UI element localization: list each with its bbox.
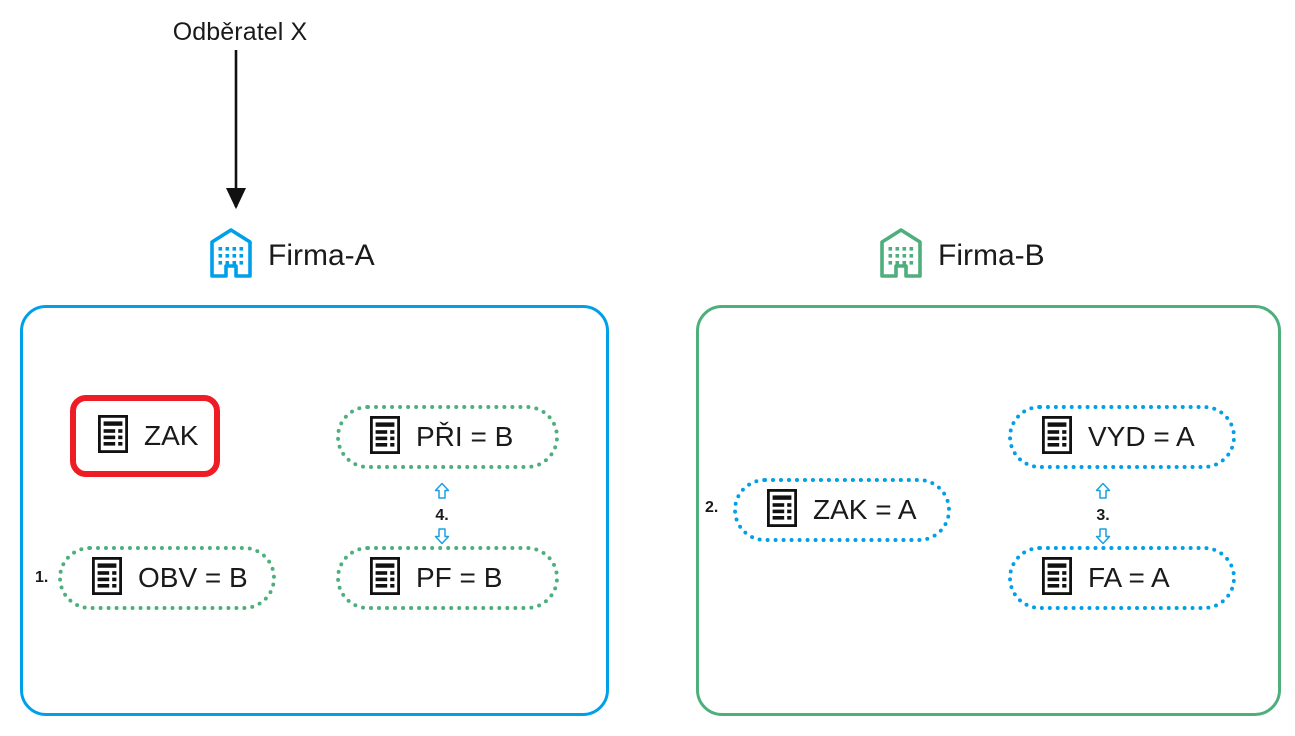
firma-a-header: Firma-A [208,226,375,285]
node-label: ZAK = A [813,494,917,525]
node-zak-a[interactable]: ZAK [70,395,220,477]
document-icon [369,415,401,459]
step-number-1: 1. [35,569,49,586]
node-pri-b[interactable]: PŘI = B [336,405,559,469]
arrow-down-icon [433,527,451,550]
document-icon [369,556,401,600]
node-label: FA = A [1088,562,1170,593]
link-vyd-fa: 3. [1094,482,1112,550]
link-pri-pf: 4. [433,482,451,550]
arrow-up-icon [1094,482,1112,505]
node-fa-a[interactable]: FA = A [1008,546,1236,610]
node-label: PF = B [416,562,503,593]
document-icon [91,556,123,600]
building-icon [208,226,254,285]
supplier-label: Odběratel X [172,18,308,46]
step-number-3: 3. [1096,507,1110,524]
node-label: OBV = B [138,562,248,593]
node-pf-b[interactable]: PF = B [336,546,559,610]
document-icon [766,488,798,532]
firma-b-name: Firma-B [938,238,1045,272]
step-number-4: 4. [435,507,449,524]
document-icon [97,414,129,458]
node-label: VYD = A [1088,421,1195,452]
firma-a-name: Firma-A [268,238,375,272]
document-icon [1041,415,1073,459]
arrow-up-icon [433,482,451,505]
building-icon [878,226,924,285]
step-number-2: 2. [705,499,719,516]
node-label: PŘI = B [416,421,514,452]
arrow-down-icon [1094,527,1112,550]
firma-b-header: Firma-B [878,226,1045,285]
node-zak-b[interactable]: ZAK = A [733,478,951,542]
document-icon [1041,556,1073,600]
node-obv-b[interactable]: OBV = B [58,546,276,610]
node-label: ZAK [144,420,199,451]
node-vyd-a[interactable]: VYD = A [1008,405,1236,469]
firma-a-container [20,305,609,716]
